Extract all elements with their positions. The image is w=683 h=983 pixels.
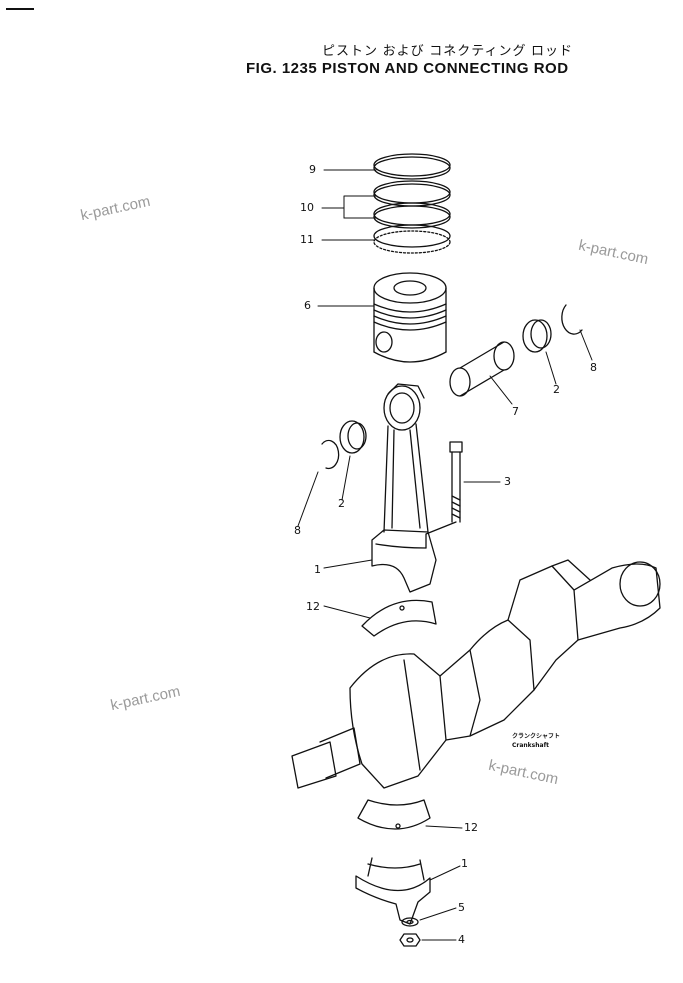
- connecting-rod[interactable]: [372, 384, 436, 592]
- snap-ring-right[interactable]: [562, 305, 582, 334]
- crankshaft-note-en: Crankshaft: [512, 742, 550, 749]
- piston-ring-second-upper[interactable]: [374, 181, 450, 206]
- callout-rod-upper[interactable]: 1: [314, 563, 321, 576]
- callout-bearing-upper[interactable]: 12: [306, 600, 320, 613]
- bushing-left[interactable]: [340, 421, 366, 453]
- callout-oil-ring[interactable]: 11: [300, 233, 314, 246]
- crankshaft[interactable]: [292, 560, 660, 788]
- corner-mark: [6, 8, 34, 10]
- connecting-rod-cap[interactable]: [356, 858, 430, 924]
- callout-snap-ring-right[interactable]: 8: [590, 361, 597, 374]
- connecting-rod-bolt[interactable]: [426, 442, 462, 548]
- washer[interactable]: [402, 918, 418, 926]
- callout-nut[interactable]: 4: [458, 933, 465, 946]
- callout-washer[interactable]: 5: [458, 901, 465, 914]
- bearing-shell-upper[interactable]: [362, 600, 436, 636]
- callout-bushing-left[interactable]: 2: [338, 497, 345, 510]
- crankshaft-note-jp: クランクシャフト: [512, 733, 561, 740]
- oil-ring[interactable]: [374, 225, 450, 253]
- bushing-right[interactable]: [523, 320, 551, 352]
- snap-ring-left[interactable]: [322, 440, 339, 468]
- nut[interactable]: [400, 934, 420, 946]
- piston[interactable]: [374, 273, 446, 362]
- callout-ring-top[interactable]: 9: [309, 163, 316, 176]
- piston-pin[interactable]: [450, 342, 514, 396]
- figure-title: FIG. 1235 PISTON AND CONNECTING ROD: [246, 60, 569, 77]
- callout-snap-ring-left[interactable]: 8: [294, 524, 301, 537]
- callout-piston-pin[interactable]: 7: [512, 405, 519, 418]
- callout-piston[interactable]: 6: [304, 299, 311, 312]
- piston-ring-top[interactable]: [374, 154, 450, 179]
- callout-bearing-lower[interactable]: 12: [464, 821, 478, 834]
- piston-ring-second-lower[interactable]: [374, 203, 450, 228]
- callout-rod-cap[interactable]: 1: [461, 857, 468, 870]
- title-japanese: ピストン および コネクティング ロッド: [322, 43, 574, 58]
- callout-bolt[interactable]: 3: [504, 475, 511, 488]
- callout-bushing-right[interactable]: 2: [553, 383, 560, 396]
- leader-lines: [298, 170, 592, 940]
- callout-ring-second[interactable]: 10: [300, 201, 314, 214]
- bearing-shell-lower[interactable]: [358, 800, 430, 829]
